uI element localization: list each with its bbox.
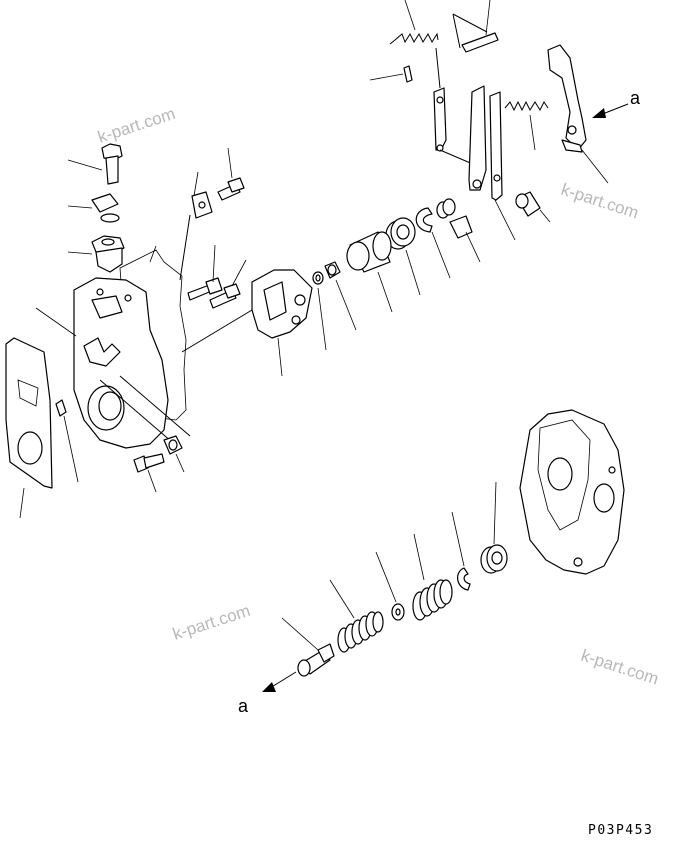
drawing-code: P03P453 bbox=[588, 823, 653, 838]
idle-spring bbox=[329, 579, 384, 653]
watermark-4: k-part.com bbox=[579, 646, 661, 689]
lever-arm-middle bbox=[468, 85, 516, 241]
stud-bolt-3 bbox=[217, 147, 245, 201]
dowel-pin bbox=[55, 399, 79, 483]
retaining-ring bbox=[415, 207, 451, 279]
nut-bottom bbox=[163, 435, 185, 473]
plug-nut bbox=[67, 235, 125, 273]
governor-cover-housing bbox=[519, 409, 625, 575]
control-lever-right bbox=[547, 44, 609, 184]
pin-top bbox=[369, 65, 413, 83]
callout-arrow-bottom: a bbox=[238, 671, 297, 716]
spring-top bbox=[389, 0, 439, 45]
watermark-2: k-part.com bbox=[559, 180, 641, 223]
hex-bolt-top bbox=[67, 143, 123, 185]
snap-ring-bottom bbox=[451, 511, 471, 591]
bearing-bottom bbox=[480, 481, 508, 574]
flyweight-holder bbox=[181, 269, 313, 377]
bolt-bottom bbox=[133, 453, 165, 493]
callout-arrow-top: a bbox=[592, 88, 641, 118]
watermark-3: k-part.com bbox=[170, 601, 252, 644]
lock-plate bbox=[179, 171, 213, 281]
stud-bolt-1 bbox=[187, 244, 223, 301]
bearing-ring bbox=[385, 217, 421, 296]
callout-label-top: a bbox=[630, 88, 641, 108]
sleeve-bushing bbox=[346, 231, 393, 313]
bushing-small bbox=[515, 191, 551, 223]
washer-plate bbox=[67, 193, 120, 223]
spring-seat-pin bbox=[281, 617, 335, 677]
watermark-1: k-part.com bbox=[95, 104, 177, 147]
stud-bolt-2 bbox=[209, 259, 247, 309]
callout-label-bottom: a bbox=[238, 696, 249, 716]
washer-bottom bbox=[375, 551, 405, 621]
governor-housing bbox=[35, 277, 191, 449]
lever-arm-left bbox=[433, 47, 476, 166]
washer-stack bbox=[436, 198, 481, 263]
washer-small bbox=[312, 271, 327, 351]
nut-small bbox=[324, 261, 357, 331]
spring-mid bbox=[504, 100, 549, 151]
side-gasket bbox=[5, 337, 53, 519]
governor-spring-large bbox=[412, 533, 453, 621]
small-bracket-top bbox=[452, 0, 499, 53]
